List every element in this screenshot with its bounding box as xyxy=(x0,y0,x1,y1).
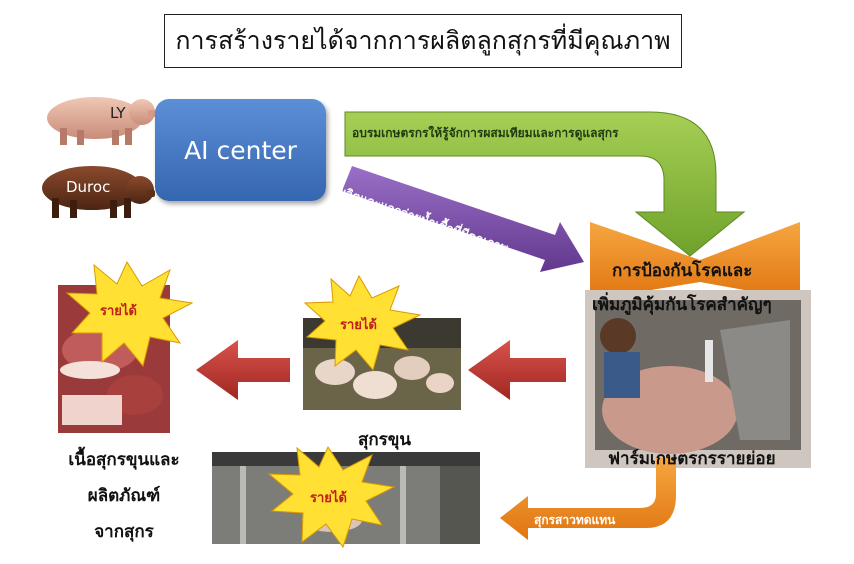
income-label-2: รายได้ xyxy=(340,314,377,335)
red-arrow-right xyxy=(468,340,566,400)
fattening-pig-label: สุกรขุน xyxy=(358,426,411,453)
duroc-label: Duroc xyxy=(66,178,110,196)
products-label-line2: ผลิตภัณฑ์ xyxy=(44,482,204,509)
red-arrow-left xyxy=(196,340,290,400)
ai-center-box: AI center xyxy=(155,99,326,201)
products-label-line1: เนื้อสุกรขุนและ xyxy=(44,446,204,473)
prevention-line2: เพิ่มภูมิคุ้มกันโรคสำคัญๆ xyxy=(592,291,812,318)
farm-label: ฟาร์มเกษตรกรรายย่อย xyxy=(608,445,818,472)
replacement-arrow-label: สุกรสาวทดแทน xyxy=(534,511,615,530)
income-label-1: รายได้ xyxy=(100,300,137,321)
income-label-3: รายได้ xyxy=(310,487,347,508)
training-arrow-label: อบรมเกษตรกรให้รู้จักการผสมเทียมและการดูแ… xyxy=(352,124,712,143)
products-label-line3: จากสุกร xyxy=(44,518,204,545)
ly-pig-image xyxy=(47,97,156,145)
prevention-line1: การป้องกันโรคและ xyxy=(612,257,802,284)
ly-label: LY xyxy=(110,104,126,122)
